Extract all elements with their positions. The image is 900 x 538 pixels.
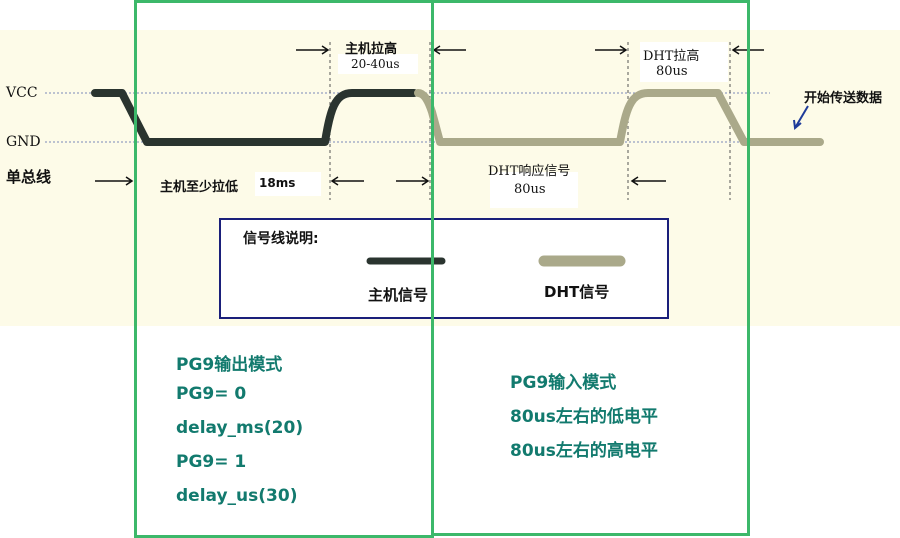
dht-pull-high-time: 80us [656, 64, 688, 79]
dht-response-time: 80us [514, 182, 546, 197]
note-left-2: PG9= 0 [176, 384, 247, 404]
legend-dht-label: DHT信号 [544, 283, 610, 301]
dht-signal-waveform [414, 89, 824, 146]
bus-label: 单总线 [6, 168, 52, 186]
gnd-label: GND [6, 134, 41, 150]
dht-response-label: DHT响应信号 [488, 164, 571, 179]
dht-phase-frame [431, 0, 750, 536]
host-pull-low-time: 18ms [259, 176, 296, 190]
host-signal-waveform [91, 89, 418, 146]
dht-response-label-bg [490, 172, 578, 208]
start-transfer-label: 开始传送数据 [804, 91, 883, 106]
note-right-3: 80us左右的高电平 [510, 441, 658, 461]
arrow-host-low-left [95, 176, 134, 186]
note-right-1: PG9输入模式 [510, 373, 617, 393]
arrow-dht-resp-right [630, 176, 666, 186]
note-left-5: delay_us(30) [176, 486, 298, 506]
host-high-label-bg [338, 54, 418, 74]
note-left-4: PG9= 1 [176, 452, 247, 472]
legend-host-label: 主机信号 [368, 286, 429, 304]
arrow-dht-high-left [595, 45, 628, 55]
host-pull-high-time: 20-40us [351, 57, 400, 71]
legend-box [219, 218, 669, 319]
arrow-host-low-right [330, 176, 364, 186]
dht-high-label-bg [640, 42, 728, 82]
arrow-start-transfer [793, 105, 809, 130]
note-right-2: 80us左右的低电平 [510, 407, 658, 427]
host-pull-high-label: 主机拉高 [345, 42, 398, 57]
host-pull-low-label: 主机至少拉低 [160, 180, 239, 195]
arrow-dht-resp-left [396, 176, 430, 186]
vcc-label: VCC [6, 85, 38, 101]
legend-title: 信号线说明: [243, 231, 319, 247]
host-low-label-bg [255, 172, 321, 196]
arrow-host-high-right [432, 45, 466, 55]
dht-pull-high-label: DHT拉高 [643, 49, 700, 64]
note-left-1: PG9输出模式 [176, 355, 283, 375]
arrow-host-high-left [296, 45, 330, 55]
note-left-3: delay_ms(20) [176, 418, 304, 438]
